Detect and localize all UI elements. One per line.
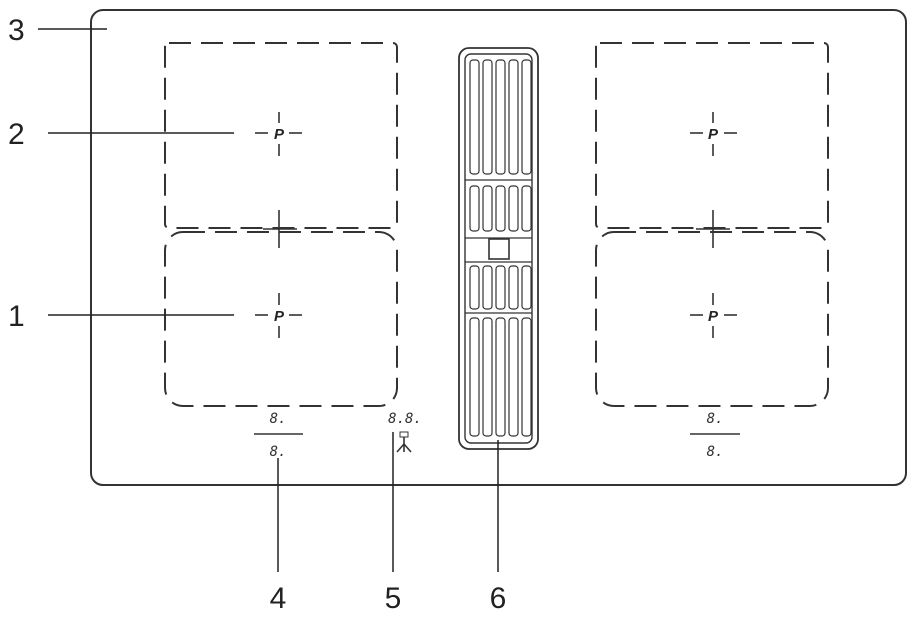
power-label: P <box>708 308 719 325</box>
grille-slot <box>521 59 532 175</box>
grille-slot <box>508 59 519 175</box>
display-digit-top: 8. <box>270 411 287 427</box>
display-digit-bottom: 8. <box>707 444 724 460</box>
display-digit-top: 8. <box>707 411 724 427</box>
grille-center-button <box>488 238 510 260</box>
zone-bottom-right <box>595 231 829 407</box>
power-label: P <box>274 126 285 143</box>
grille-slot <box>508 185 519 232</box>
callout-3: 3 <box>8 14 25 47</box>
power-label: P <box>708 126 719 143</box>
callout-4: 4 <box>270 582 287 615</box>
display-digit-pair: 8.8. <box>388 411 422 427</box>
power-label: P <box>274 308 285 325</box>
left-zones: P P <box>164 42 398 407</box>
callout-2: 2 <box>8 118 25 151</box>
grille-slot <box>482 59 493 175</box>
grille-slot <box>469 317 480 437</box>
display-left: 8. 8. <box>254 411 303 460</box>
display-digit-bottom: 8. <box>270 444 287 460</box>
hob-surface <box>90 9 907 486</box>
grille-slot <box>495 185 506 232</box>
display-right: 8. 8. <box>690 411 740 460</box>
grille-slot <box>469 265 480 310</box>
zone-top-right <box>595 42 829 229</box>
grille-slot <box>521 317 532 437</box>
grille-slot <box>508 265 519 310</box>
leader-lines <box>38 28 499 572</box>
fan-icon <box>396 431 412 453</box>
power-mark-top-right: P <box>690 112 737 156</box>
grille-slot <box>482 317 493 437</box>
zone-divider-cross-left <box>263 210 297 248</box>
zone-bottom-left <box>164 231 398 407</box>
grille-slot <box>495 317 506 437</box>
power-mark-top-left: P <box>255 112 302 156</box>
display-center: 8.8. <box>388 411 422 453</box>
callout-1: 1 <box>8 300 25 333</box>
grille-slot <box>495 59 506 175</box>
zone-divider-cross-right <box>696 210 730 248</box>
grille-slot <box>508 317 519 437</box>
grille-slot <box>469 59 480 175</box>
power-mark-bottom-right: P <box>690 293 737 338</box>
grille-slot <box>469 185 480 232</box>
right-zones: P P <box>595 42 829 407</box>
grille-slot <box>521 265 532 310</box>
callout-6: 6 <box>490 582 507 615</box>
grille-slot <box>495 265 506 310</box>
grille-slot <box>521 185 532 232</box>
zone-top-left <box>164 42 398 229</box>
grille-slot <box>482 265 493 310</box>
power-mark-bottom-left: P <box>255 293 302 338</box>
extraction-grille <box>458 47 539 450</box>
callout-5: 5 <box>385 582 402 615</box>
grille-slot <box>482 185 493 232</box>
